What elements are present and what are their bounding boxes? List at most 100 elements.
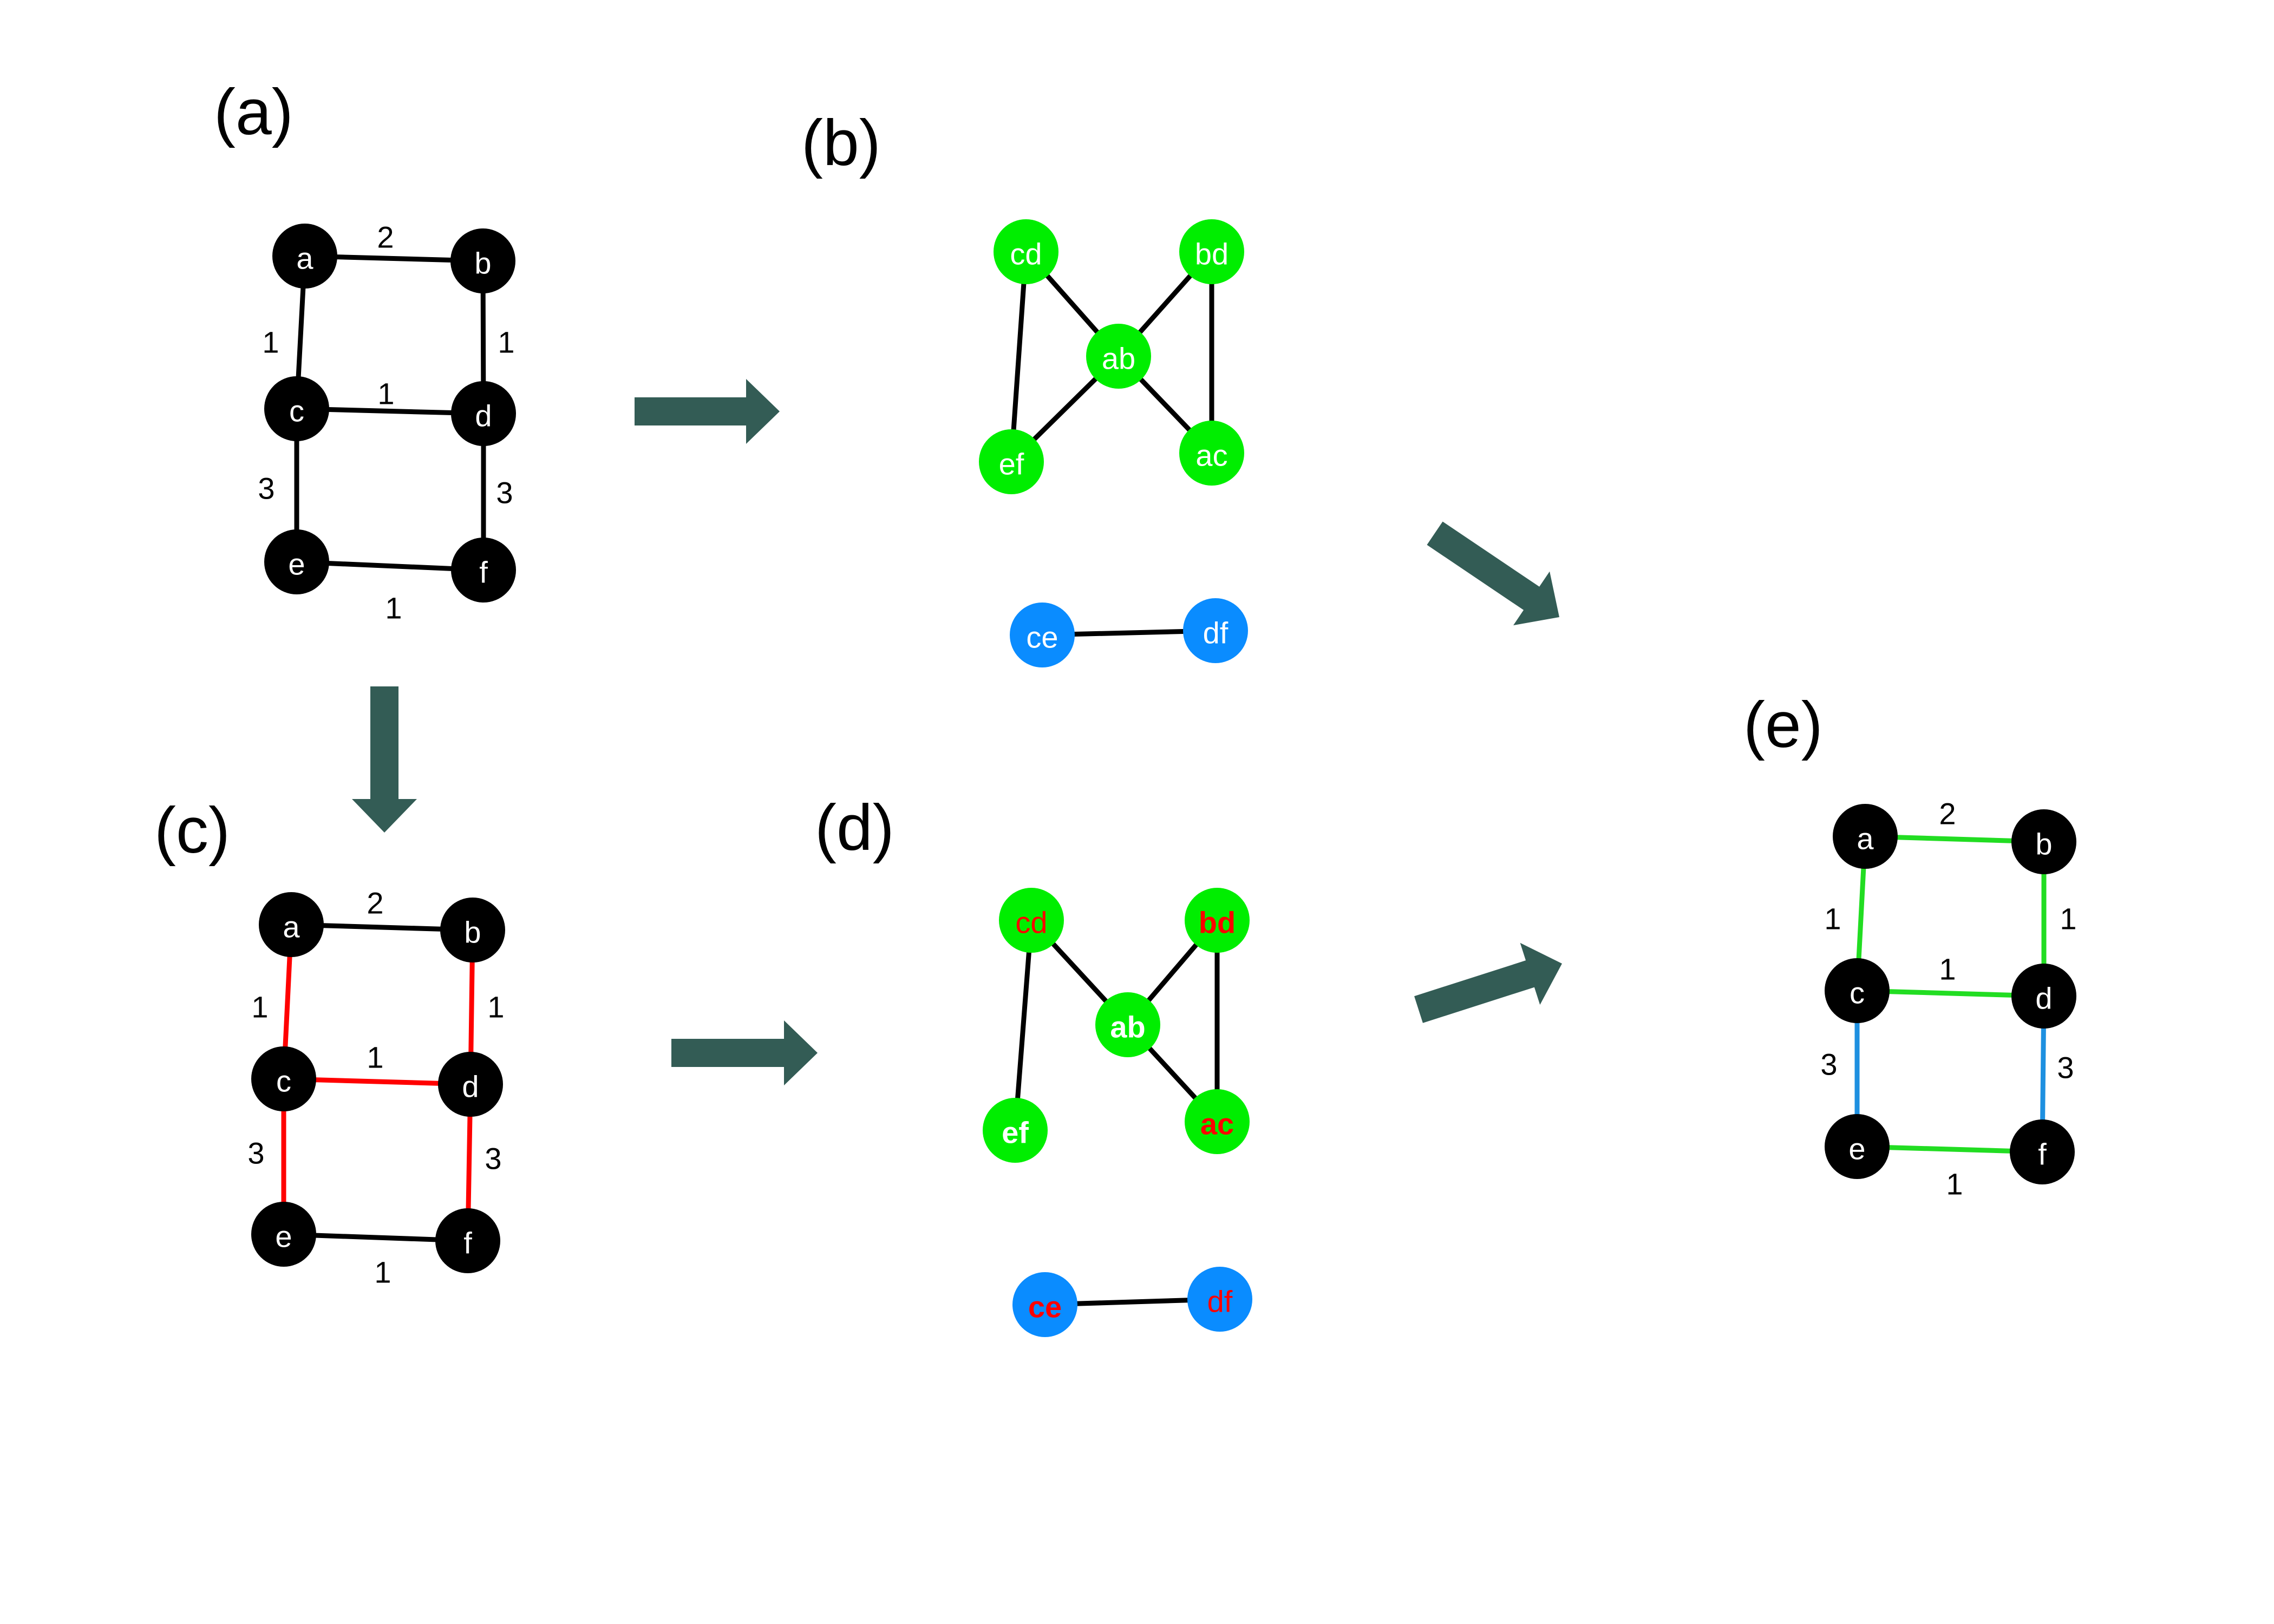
node-label-f: f [463,1226,472,1260]
node-e [251,1202,316,1267]
panel-label-e: (e) [1743,689,1823,761]
panel-d: (d) cd bd ab ef ac ce df [815,791,1252,1337]
node-b [440,898,505,962]
edge-weight-d-f: 3 [2057,1051,2074,1085]
node-label-ef: ef [999,447,1024,481]
node-label-e: e [1848,1132,1865,1166]
node-label-ef: ef [1002,1116,1029,1150]
edge-weight-d-f: 3 [485,1142,501,1176]
edge-weight-e-f: 1 [1946,1167,1963,1201]
node-label-df: df [1207,1285,1233,1319]
edge-weight-e-f: 1 [374,1255,391,1289]
node-ce [1010,603,1075,667]
node-ef [983,1098,1048,1163]
node-ac [1179,421,1244,486]
node-label-cd: cd [1010,237,1042,271]
node-cd [999,888,1064,953]
panel-e: (e) 2 1 1 1 3 3 1 a b c d e f [1743,689,2077,1201]
node-label-ab: ab [1110,1010,1145,1044]
node-label-c: c [289,394,304,428]
node-f [435,1208,500,1273]
arrow-c-d [671,1020,818,1085]
edge-weight-c-e: 3 [1820,1047,1837,1082]
arrow-a-b [635,379,780,444]
node-label-d: d [475,399,492,433]
node-label-ce: ce [1028,1290,1062,1324]
node-label-bd: bd [1199,906,1236,940]
edge-weight-b-d: 1 [498,325,514,359]
edge-weight-c-e: 3 [258,472,275,506]
node-a [1833,804,1898,869]
edge-weight-a-c: 1 [262,325,279,359]
node-ac [1185,1089,1250,1154]
node-label-f: f [2038,1137,2047,1171]
node-c [1825,958,1890,1023]
node-label-c: c [1850,976,1865,1010]
node-label-cd: cd [1015,906,1047,940]
node-e [1825,1114,1890,1179]
node-d [2011,964,2076,1029]
edge-weight-a-c: 1 [1824,902,1841,936]
edge-weight-a-b: 2 [1939,797,1956,831]
panel-label-d: (d) [815,791,894,864]
edge-weight-c-d: 1 [377,377,394,411]
edge-weight-b-d: 1 [487,990,504,1024]
node-f [2010,1119,2075,1184]
arrow-a-c [352,686,417,833]
node-a [259,892,324,957]
edge-weight-c-d: 1 [1939,952,1956,986]
node-label-d: d [462,1070,479,1104]
node-label-d: d [2035,981,2052,1016]
node-label-ce: ce [1026,620,1058,654]
arrow-d-e [1414,942,1562,1023]
edge-weight-a-b: 2 [377,220,394,254]
arrow-b-e [1427,521,1559,626]
panel-label-c: (c) [154,794,230,867]
arrows-layer [352,379,1562,1085]
node-label-a: a [283,910,300,944]
node-d [451,381,516,446]
node-df [1183,598,1248,663]
node-label-df: df [1203,616,1229,650]
node-d [438,1052,503,1117]
panel-label-b: (b) [801,107,881,179]
node-bd [1185,888,1250,953]
edge-weight-a-c: 1 [251,990,268,1024]
edge-weight-c-d: 1 [367,1040,383,1075]
node-label-b: b [464,915,481,949]
node-label-c: c [276,1064,291,1098]
edge-weight-b-d: 1 [2060,902,2076,936]
node-label-a: a [1857,822,1874,856]
edge-cd-ef [1009,249,1029,464]
node-b [450,228,515,293]
node-label-ab: ab [1102,342,1135,376]
edge-cd-ef [1012,918,1034,1133]
node-ef [979,429,1044,494]
node-label-a: a [296,241,313,276]
edge-weight-c-e: 3 [247,1136,264,1170]
node-e [264,529,329,594]
node-label-bd: bd [1195,237,1229,271]
node-bd [1179,219,1244,284]
edge-weight-e-f: 1 [385,591,402,625]
node-b [2011,809,2076,874]
node-label-b: b [2035,827,2052,861]
node-label-ac: ac [1200,1107,1234,1141]
panel-label-a: (a) [214,76,293,148]
panel-b: (b) cd bd ab ef ac ce df [801,107,1248,667]
node-df [1187,1267,1252,1332]
node-ab [1086,324,1151,389]
node-label-f: f [479,555,488,590]
node-label-ac: ac [1195,438,1227,473]
node-c [264,376,329,441]
node-a [272,224,337,289]
edge-weight-a-b: 2 [367,886,383,920]
node-c [251,1046,316,1111]
node-label-b: b [474,246,491,280]
node-f [451,538,516,603]
node-ce [1012,1272,1077,1337]
